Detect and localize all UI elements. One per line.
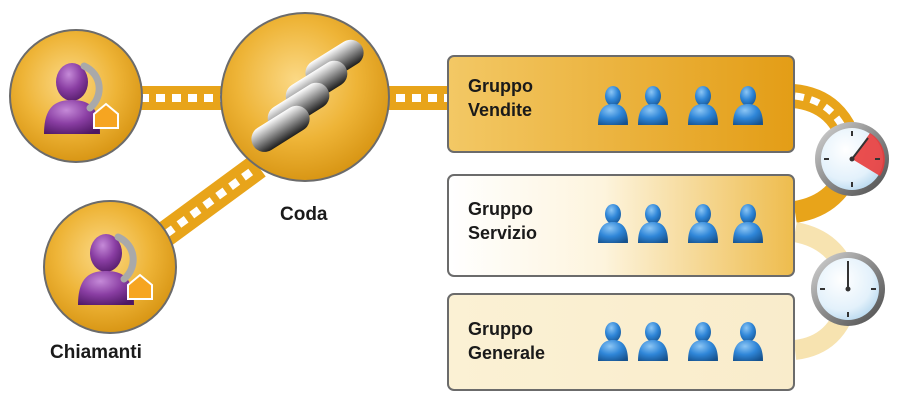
- group-label-line1: Gruppo: [468, 319, 533, 339]
- group-label-generale: Gruppo Generale: [468, 317, 545, 365]
- group-servizio: [447, 174, 795, 277]
- group-label-line2: Servizio: [468, 223, 538, 243]
- phone-handset-icon: [114, 233, 137, 283]
- timer-icon: [811, 252, 885, 326]
- group-label-line1: Gruppo: [468, 76, 533, 96]
- queue-handsets-icon: [251, 39, 364, 152]
- queue-label: Coda: [280, 204, 328, 225]
- caller-icon: [78, 233, 153, 305]
- caller-icon: [44, 62, 119, 134]
- group-generale: [447, 293, 795, 391]
- connector-caller1-queue: [135, 86, 235, 110]
- callers-label: Chiamanti: [50, 342, 142, 363]
- group-label-servizio: Gruppo Servizio: [468, 197, 537, 245]
- group-label-line2: Vendite: [468, 100, 533, 120]
- phone-handset-icon: [80, 62, 103, 112]
- timer-icon: [815, 122, 889, 196]
- group-label-line1: Gruppo: [468, 199, 533, 219]
- queue: [220, 12, 390, 182]
- caller-1: [9, 29, 143, 163]
- group-label-line2: Generale: [468, 343, 546, 363]
- group-label-vendite: Gruppo Vendite: [468, 74, 533, 122]
- group-vendite: [447, 55, 795, 153]
- caller-2: [43, 200, 177, 334]
